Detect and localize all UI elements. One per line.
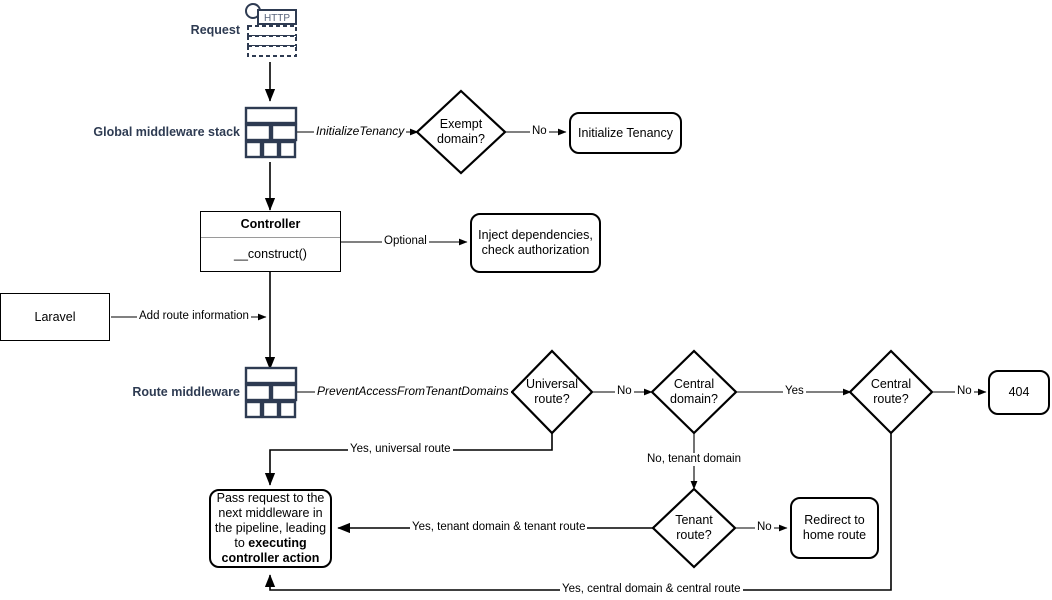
edge-label-add-route-information: Add route information bbox=[137, 310, 251, 323]
decision-universal-route bbox=[510, 349, 594, 435]
edge-label-yes-universal-route: Yes, universal route bbox=[348, 443, 453, 456]
node-pass-request-line1: Pass request to the bbox=[216, 491, 325, 505]
node-404[interactable]: 404 bbox=[988, 370, 1050, 415]
edge-universal-yes-to-pass-request bbox=[264, 432, 553, 486]
node-controller-title: Controller bbox=[201, 212, 340, 238]
node-pass-request-line2: next middleware in bbox=[218, 506, 323, 520]
node-redirect-home-line2: home route bbox=[802, 528, 867, 542]
decision-tenant-route-line2: route? bbox=[676, 528, 712, 542]
request-label: Request bbox=[190, 23, 240, 37]
node-redirect-home-line1: Redirect to bbox=[804, 513, 865, 527]
edge-label-no-tenant-domain: No, tenant domain bbox=[645, 453, 743, 466]
node-pass-request-bold2: controller action bbox=[221, 551, 320, 565]
node-pass-request[interactable]: Pass request to the next middleware in t… bbox=[209, 489, 332, 568]
decision-universal-route-line1: Universal bbox=[525, 377, 579, 391]
edge-label-prevent-access: PreventAccessFromTenantDomains bbox=[315, 384, 511, 398]
decision-universal-route-line2: route? bbox=[534, 392, 570, 406]
node-inject-dependencies-line2: check authorization bbox=[481, 243, 590, 257]
route-middleware-label: Route middleware bbox=[132, 385, 240, 399]
global-middleware-stack-icon bbox=[244, 106, 298, 159]
edge-label-universal-no: No bbox=[615, 385, 634, 398]
node-initialize-tenancy-label: Initialize Tenancy bbox=[578, 125, 673, 140]
route-middleware-stack-icon bbox=[244, 366, 298, 419]
decision-central-domain-line1: Central bbox=[673, 377, 715, 391]
node-pass-request-prefix: to bbox=[234, 536, 249, 550]
node-pass-request-bold1: executing bbox=[248, 536, 307, 550]
node-redirect-home-route[interactable]: Redirect to home route bbox=[790, 497, 879, 559]
edge-label-exempt-no: No bbox=[530, 125, 549, 138]
decision-universal-route-text: Universal route? bbox=[502, 377, 602, 407]
global-middleware-stack-label: Global middleware stack bbox=[93, 125, 240, 139]
node-404-label: 404 bbox=[1008, 385, 1030, 399]
node-inject-dependencies-line1: Inject dependencies, bbox=[478, 228, 593, 242]
node-pass-request-line5: controller action bbox=[215, 551, 326, 566]
decision-exempt-domain-line1: Exempt bbox=[439, 117, 483, 131]
edge-label-yes-tenant-domain-tenant-route: Yes, tenant domain & tenant route bbox=[410, 521, 588, 534]
edge-label-central-domain-yes: Yes bbox=[783, 385, 806, 398]
decision-tenant-route-text: Tenant route? bbox=[644, 513, 744, 543]
http-icon-label: HTTP bbox=[264, 13, 290, 24]
node-laravel-label: Laravel bbox=[34, 309, 76, 324]
node-inject-dependencies[interactable]: Inject dependencies, check authorization bbox=[470, 213, 601, 273]
node-controller-method: __construct() bbox=[234, 247, 307, 261]
decision-central-domain bbox=[650, 349, 738, 435]
node-initialize-tenancy[interactable]: Initialize Tenancy bbox=[569, 112, 682, 154]
decision-exempt-domain-line2: domain? bbox=[437, 132, 485, 146]
decision-exempt-domain-text: Exempt domain? bbox=[411, 117, 511, 147]
decision-central-route-line2: route? bbox=[873, 392, 909, 406]
node-pass-request-line4: to executing bbox=[215, 536, 326, 551]
node-pass-request-line3: the pipeline, leading bbox=[214, 521, 327, 535]
decision-exempt-domain bbox=[415, 89, 507, 175]
decision-central-route bbox=[848, 349, 934, 435]
decision-central-route-text: Central route? bbox=[841, 377, 941, 407]
decision-tenant-route-line1: Tenant bbox=[675, 513, 713, 527]
decision-tenant-route bbox=[651, 487, 737, 569]
edge-label-initialize-tenancy: InitializeTenancy bbox=[314, 124, 407, 138]
edge-label-optional: Optional bbox=[382, 235, 429, 248]
node-laravel[interactable]: Laravel bbox=[0, 293, 110, 341]
edge-label-yes-central-domain-central-route: Yes, central domain & central route bbox=[560, 583, 743, 596]
node-controller[interactable]: Controller __construct() bbox=[200, 211, 341, 272]
decision-central-route-line1: Central bbox=[870, 377, 912, 391]
edge-label-central-route-no: No bbox=[955, 385, 974, 398]
edge-label-tenant-route-no: No bbox=[755, 521, 774, 534]
http-request-icon: HTTP bbox=[245, 3, 297, 57]
decision-central-domain-line2: domain? bbox=[670, 392, 718, 406]
decision-central-domain-text: Central domain? bbox=[644, 377, 744, 407]
